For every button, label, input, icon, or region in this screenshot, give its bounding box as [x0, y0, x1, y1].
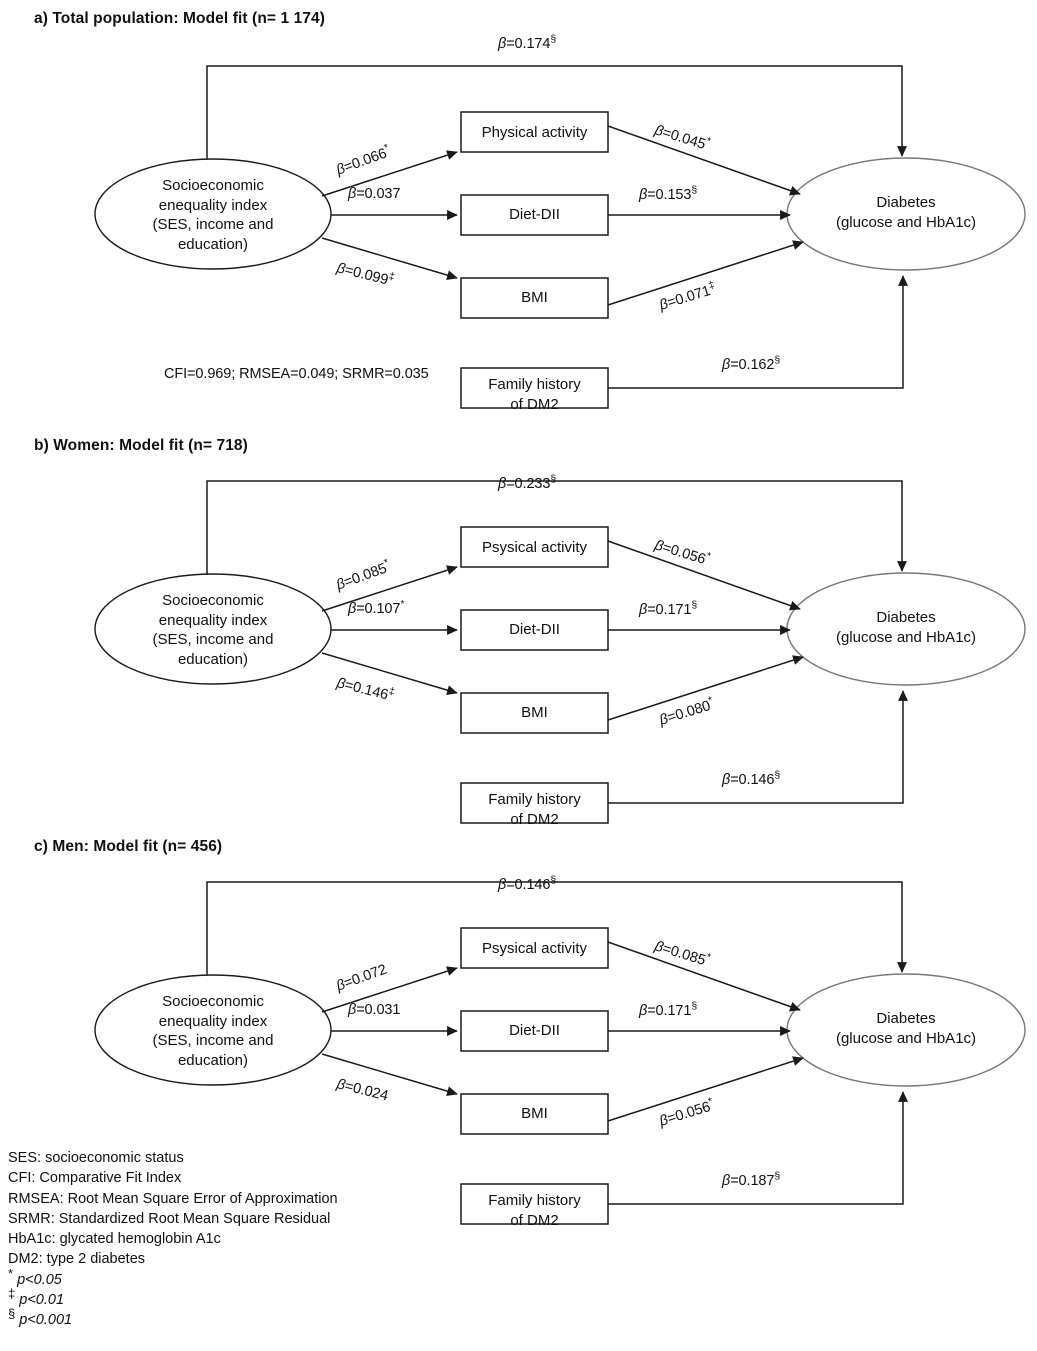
- panel-a-title: a) Total population: Model fit (n= 1 174…: [34, 10, 325, 27]
- panel-a-beta-family-history-to-diabetes: β=0.162§: [722, 354, 781, 373]
- panel-a-beta-ses-to-diet: β=0.037: [348, 186, 401, 202]
- legend-row: § p<0.001: [8, 1306, 73, 1329]
- legend-row: SRMR: Standardized Root Mean Square Resi…: [8, 1210, 331, 1227]
- panel-b-beta-diet-to-diabetes: β=0.171§: [639, 599, 698, 618]
- panel-c-beta-direct: β=0.146§: [498, 874, 557, 893]
- panel-c-title: c) Men: Model fit (n= 456): [34, 838, 223, 855]
- panel-a-beta-diet-to-diabetes: β=0.153§: [639, 184, 698, 203]
- legend-row: HbA1c: glycated hemoglobin A1c: [8, 1231, 221, 1248]
- panel-c-beta-family-history-to-diabetes: β=0.187§: [722, 1170, 781, 1189]
- panel-b-beta-family-history-to-diabetes: β=0.146§: [722, 769, 781, 788]
- legend-row: SES: socioeconomic status: [8, 1150, 184, 1166]
- panel-c-beta-ses-to-diet: β=0.031: [348, 1002, 401, 1018]
- legend-row: CFI: Comparative Fit Index: [8, 1170, 182, 1187]
- panel-b-title: b) Women: Model fit (n= 718): [34, 437, 248, 454]
- panel-b-beta-direct: β=0.233§: [498, 473, 557, 492]
- legend-row: * p<0.05: [8, 1265, 62, 1288]
- legend-row: ‡ p<0.01: [8, 1286, 65, 1309]
- panel-c-beta-diet-to-diabetes: β=0.171§: [639, 1000, 698, 1019]
- legend-row: DM2: type 2 diabetes: [8, 1251, 146, 1268]
- panel-a-model-fit-stats: CFI=0.969; RMSEA=0.049; SRMR=0.035: [164, 366, 429, 382]
- legend-row: RMSEA: Root Mean Square Error of Approxi…: [8, 1190, 338, 1207]
- panel-b-beta-ses-to-diet: β=0.107*: [348, 598, 405, 617]
- panel-a-beta-direct: β=0.174§: [498, 33, 557, 52]
